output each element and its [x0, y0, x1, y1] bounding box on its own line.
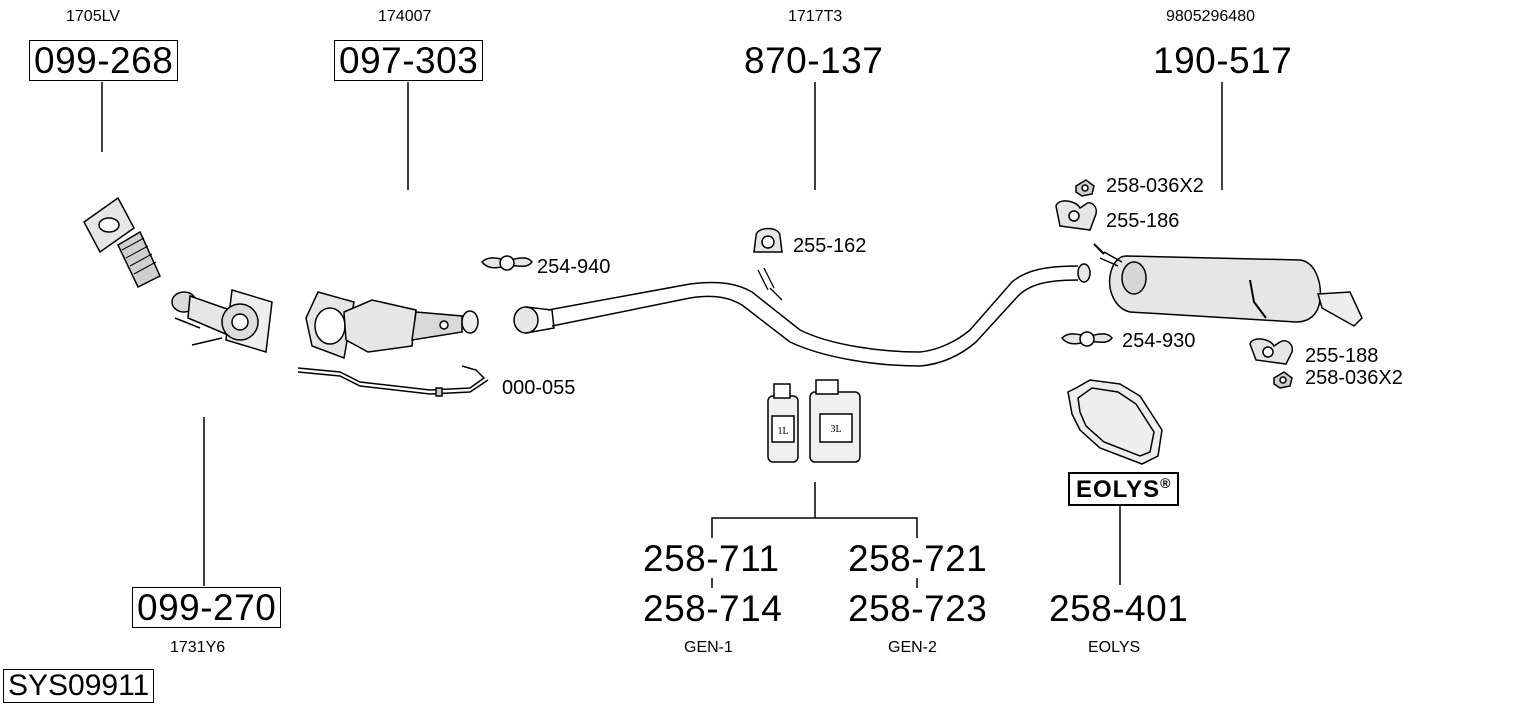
oem-ref-p5: 1731Y6 — [170, 639, 226, 656]
clamp-254-940-drawing — [480, 255, 533, 271]
clamp-254-930-drawing — [1060, 331, 1113, 347]
fitting-label-hanger-mid[interactable]: 255-162 — [793, 235, 867, 257]
flex-pipe-drawing — [83, 196, 161, 289]
part-number-p3[interactable]: 870-137 — [744, 40, 884, 81]
part-number-p4[interactable]: 190-517 — [1153, 40, 1293, 81]
middle-pipe-drawing — [513, 263, 1091, 367]
part-number-gen1-b[interactable]: 258-714 — [643, 588, 783, 629]
connector-pipe-drawing — [171, 289, 273, 353]
fluid-bottles-drawing: 1L 3L — [767, 379, 861, 463]
part-number-p1[interactable]: 099-268 — [29, 40, 179, 81]
fitting-label-nut-top[interactable]: 258-036X2 — [1106, 175, 1204, 197]
part-number-p5[interactable]: 099-270 — [132, 587, 282, 628]
hanger-255-162-drawing — [753, 227, 783, 253]
system-id: SYS09911 — [3, 669, 155, 703]
bottle-label-3l: 3L — [830, 424, 841, 435]
fitting-label-clamp-front[interactable]: 254-940 — [537, 256, 611, 278]
hanger-255-188-drawing — [1249, 338, 1294, 365]
fitting-label-sensor[interactable]: 000-055 — [502, 377, 576, 399]
nut-top-drawing — [1075, 179, 1095, 197]
part-number-gen1-a[interactable]: 258-711 — [643, 538, 780, 579]
oem-ref-p2: 174007 — [378, 8, 432, 25]
particulate-filter-drawing — [305, 291, 479, 360]
caption-gen2: GEN-2 — [888, 639, 937, 656]
eolys-logo-reg: ® — [1160, 475, 1172, 491]
fitting-label-clamp-rear[interactable]: 254-930 — [1122, 330, 1196, 352]
rear-silencer-drawing — [1099, 251, 1363, 327]
caption-eolys: EOLYS — [1088, 639, 1141, 656]
part-number-eolys[interactable]: 258-401 — [1049, 588, 1189, 629]
oem-ref-p4: 9805296480 — [1166, 8, 1255, 25]
part-number-gen2-a[interactable]: 258-721 — [848, 538, 988, 579]
nut-bottom-drawing — [1273, 371, 1293, 389]
fitting-label-nut-bottom[interactable]: 258-036X2 — [1305, 367, 1403, 389]
part-number-gen2-b[interactable]: 258-723 — [848, 588, 988, 629]
fitting-label-hanger-top[interactable]: 255-186 — [1106, 210, 1180, 232]
bottle-label-1l: 1L — [777, 426, 788, 437]
eolys-logo-text: EOLYS — [1076, 476, 1161, 503]
oem-ref-p3: 1717T3 — [788, 8, 843, 25]
hanger-255-186-drawing — [1055, 200, 1105, 255]
fitting-label-hanger-bottom[interactable]: 255-188 — [1305, 345, 1379, 367]
leader-bracket-fluids — [711, 517, 918, 538]
pressure-sensor-drawing — [297, 365, 489, 397]
oem-ref-p1: 1705LV — [66, 8, 120, 25]
caption-gen1: GEN-1 — [684, 639, 733, 656]
eolys-logo: EOLYS® — [1068, 472, 1180, 506]
eolys-tank-drawing — [1067, 379, 1163, 465]
part-number-p2[interactable]: 097-303 — [334, 40, 484, 81]
